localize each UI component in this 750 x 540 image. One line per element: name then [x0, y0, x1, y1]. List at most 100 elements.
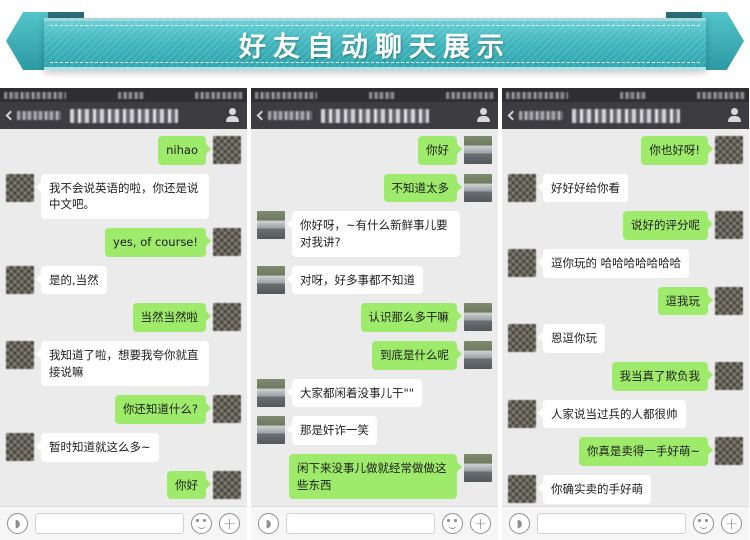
message-incoming: 你好呀，~有什么新鲜事儿要对我讲?: [257, 211, 492, 257]
plus-icon[interactable]: +: [470, 513, 491, 534]
message-bubble[interactable]: 逗我玩: [657, 286, 713, 316]
message-input[interactable]: [537, 513, 686, 534]
message-bubble[interactable]: 你还知道什么?: [114, 395, 212, 425]
message-bubble[interactable]: 对呀，好多事都不知道: [287, 265, 423, 295]
message-input[interactable]: [286, 513, 435, 534]
avatar[interactable]: [257, 378, 285, 407]
status-bar: [251, 88, 498, 102]
avatar[interactable]: [213, 136, 241, 164]
message-outgoing: 你好: [257, 136, 492, 165]
avatar[interactable]: [464, 303, 492, 332]
plus-icon[interactable]: +: [219, 513, 240, 534]
message-bubble[interactable]: 我不会说英语的啦，你还是说中文吧。: [36, 173, 209, 220]
plus-icon[interactable]: +: [721, 513, 742, 534]
emoji-icon[interactable]: [693, 513, 714, 534]
person-icon[interactable]: [727, 108, 742, 123]
emoji-icon[interactable]: [442, 513, 463, 534]
avatar[interactable]: [715, 211, 743, 240]
message-outgoing: 认识那么多干嘛: [257, 303, 492, 333]
avatar[interactable]: [464, 341, 492, 370]
avatar[interactable]: [213, 303, 241, 332]
avatar[interactable]: [257, 211, 285, 240]
avatar[interactable]: [508, 324, 536, 353]
message-input[interactable]: [35, 513, 184, 534]
avatar[interactable]: [715, 362, 743, 391]
avatar[interactable]: [6, 265, 34, 294]
message-incoming: 大家都闲着没事儿干"": [257, 378, 492, 408]
nav-title: [571, 108, 680, 123]
message-outgoing: 不知道太多: [257, 173, 492, 203]
message-bubble[interactable]: 大家都闲着没事儿干"": [286, 378, 423, 408]
message-bubble[interactable]: 那是奸诈一笑: [287, 416, 377, 446]
avatar[interactable]: [464, 454, 492, 483]
message-bubble[interactable]: 你也好呀!: [641, 136, 713, 165]
message-bubble[interactable]: 你好: [167, 470, 211, 500]
avatar[interactable]: [213, 395, 241, 424]
avatar[interactable]: [508, 399, 536, 428]
message-bubble[interactable]: 你好: [418, 136, 462, 165]
message-bubble[interactable]: 到底是什么呢: [372, 341, 462, 370]
avatar[interactable]: [6, 173, 34, 202]
nav-bar: [251, 102, 498, 129]
status-time: [619, 91, 646, 99]
back-button[interactable]: [256, 110, 312, 121]
avatar[interactable]: [715, 136, 743, 164]
chat-panels: nihao 我不会说英语的啦，你还是说中文吧。 yes, of course! 是的,…: [0, 88, 750, 540]
message-incoming: 我知道了啦，想要我夸你就直接说嘛: [6, 341, 241, 387]
message-bubble[interactable]: yes, of course!: [105, 228, 211, 257]
back-button[interactable]: [507, 110, 563, 121]
message-bubble[interactable]: 你真是卖得一手好萌~: [578, 437, 714, 467]
message-bubble[interactable]: 是的,当然: [36, 265, 107, 295]
emoji-icon[interactable]: [191, 513, 212, 534]
message-bubble[interactable]: 暂时知道就这么多~: [36, 433, 159, 462]
message-outgoing: 逗我玩: [508, 286, 743, 316]
message-bubble[interactable]: 恩逗你玩: [538, 324, 605, 354]
message-outgoing: 到底是什么呢: [257, 341, 492, 370]
message-bubble[interactable]: 人家说当过兵的人都很帅: [538, 399, 686, 429]
chevron-left-icon: [507, 110, 518, 121]
message-bubble[interactable]: 逗你玩的 哈哈哈哈哈哈哈: [537, 249, 690, 278]
message-bubble[interactable]: 好好好给你看: [538, 173, 628, 203]
chevron-left-icon: [256, 110, 267, 121]
avatar[interactable]: [464, 136, 492, 164]
avatar[interactable]: [508, 249, 536, 278]
message-list[interactable]: 你好不知道太多你好呀，~有什么新鲜事儿要对我讲? 对呀，好多事都不知道认识那么多干…: [251, 129, 498, 506]
message-bubble[interactable]: 我知道了啦，想要我夸你就直接说嘛: [36, 341, 209, 387]
avatar[interactable]: [213, 470, 241, 499]
avatar[interactable]: [6, 433, 34, 462]
message-list[interactable]: nihao 我不会说英语的啦，你还是说中文吧。 yes, of course! 是的,…: [0, 129, 247, 506]
nav-bar: [0, 102, 247, 129]
message-bubble[interactable]: nihao: [158, 136, 211, 165]
avatar[interactable]: [508, 173, 536, 202]
avatar[interactable]: [6, 341, 34, 370]
message-incoming: 逗你玩的 哈哈哈哈哈哈哈: [508, 249, 743, 278]
person-icon[interactable]: [476, 108, 491, 123]
voice-icon[interactable]: ◗: [509, 513, 530, 534]
message-bubble[interactable]: 说好的评分呢: [623, 211, 713, 241]
message-outgoing: 说好的评分呢: [508, 211, 743, 241]
message-incoming: 恩逗你玩: [508, 324, 743, 354]
message-bubble[interactable]: 不知道太多: [383, 173, 462, 203]
avatar[interactable]: [257, 265, 285, 294]
avatar[interactable]: [715, 286, 743, 315]
message-bubble[interactable]: 闲下来没事儿做就经常做做这些东西: [289, 454, 462, 500]
avatar[interactable]: [464, 173, 492, 202]
person-icon[interactable]: [225, 108, 240, 123]
avatar[interactable]: [715, 437, 743, 466]
back-button[interactable]: [5, 110, 61, 121]
input-bar: ◗+: [0, 506, 247, 540]
message-bubble[interactable]: 认识那么多干嘛: [360, 303, 462, 333]
status-battery: [697, 91, 745, 99]
message-bubble[interactable]: 你好呀，~有什么新鲜事儿要对我讲?: [287, 211, 460, 257]
voice-icon[interactable]: ◗: [258, 513, 279, 534]
message-bubble[interactable]: 当然当然啦: [132, 303, 211, 333]
avatar[interactable]: [257, 416, 285, 445]
avatar[interactable]: [213, 228, 241, 257]
message-bubble[interactable]: 我当真了欺负我: [611, 362, 713, 391]
message-list[interactable]: 你也好呀! 好好好给你看说好的评分呢逗你玩的 哈哈哈哈哈哈哈逗我玩恩逗你玩我当真了…: [502, 129, 749, 506]
message-bubble[interactable]: 你确实卖的手好萌: [538, 475, 651, 504]
message-outgoing: 当然当然啦: [6, 303, 241, 333]
voice-icon[interactable]: ◗: [7, 513, 28, 534]
message-incoming: 是的,当然: [6, 265, 241, 295]
avatar[interactable]: [508, 475, 536, 504]
